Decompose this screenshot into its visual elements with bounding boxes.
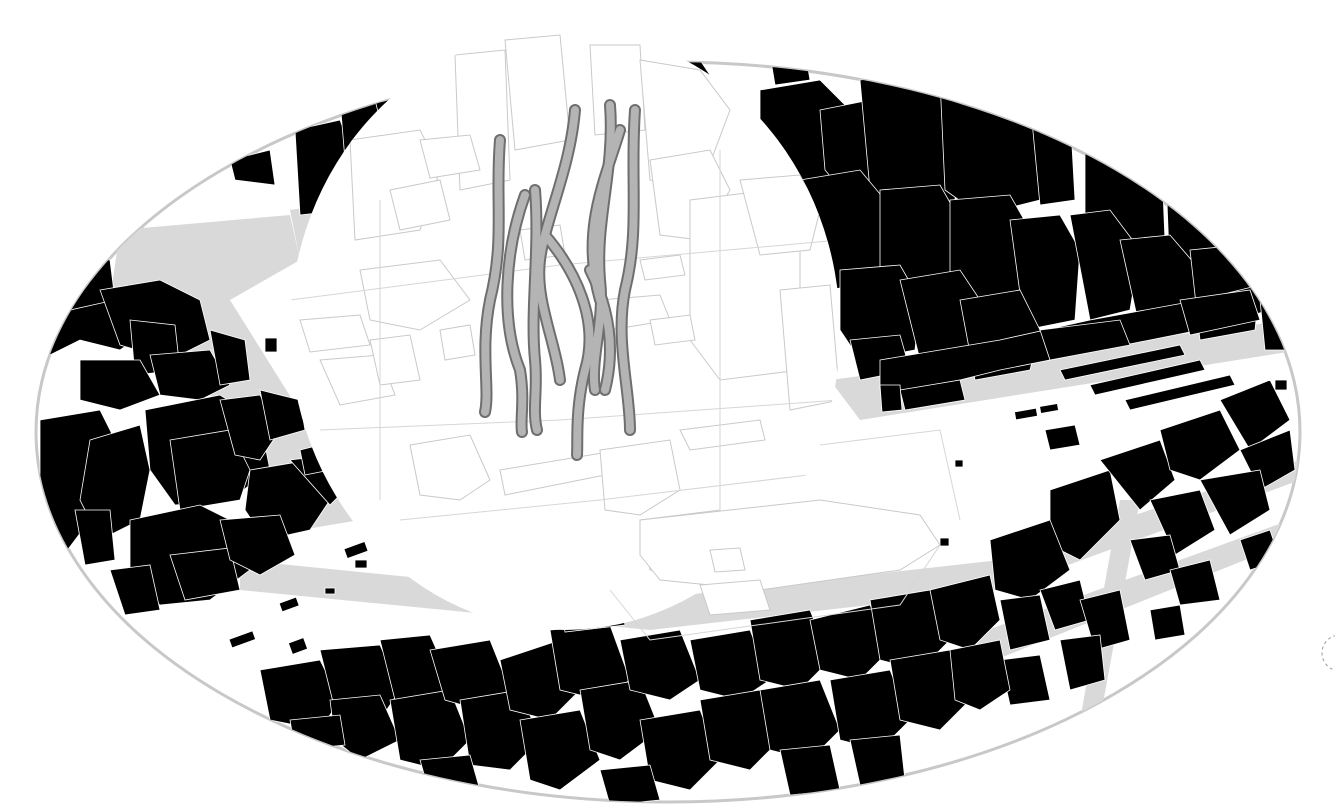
edge-marker [1322, 635, 1335, 671]
